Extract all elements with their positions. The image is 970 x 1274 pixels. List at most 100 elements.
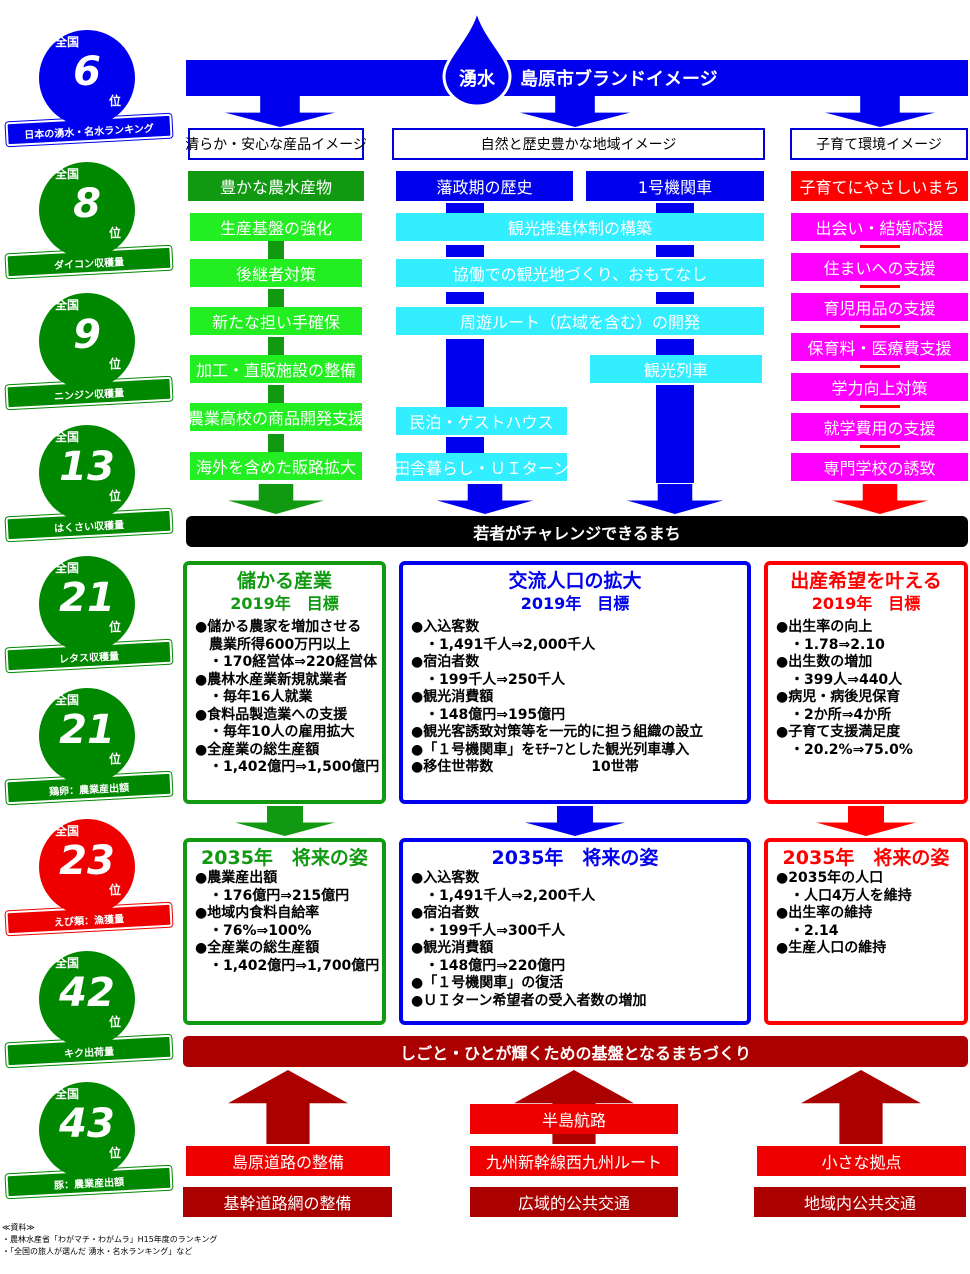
badge-national: 全国: [55, 429, 80, 444]
card-line: ●宿泊者数: [411, 905, 480, 921]
badge-unit: 位: [108, 1146, 121, 1160]
card-line: ●「１号機関車」の復活: [411, 975, 564, 991]
source-notes: ≪資料≫ ・農林水産省「わがマチ・わがムラ」H15年度のランキング ・「全国の旅…: [2, 1222, 218, 1258]
card-line: ●宿泊者数: [411, 654, 480, 670]
badge-rank: 42: [59, 969, 115, 1016]
card-title: 2035年 将来の姿: [491, 847, 659, 869]
arrow-down-icon: [520, 95, 630, 127]
badge-rank: 9: [73, 312, 101, 358]
magenta-item: 専門学校の誘致: [791, 453, 968, 481]
arrow-down-icon: [225, 95, 335, 127]
foundation-item: 島原道路の整備: [186, 1146, 390, 1176]
arrow-down-icon: [832, 484, 928, 514]
card-title: 出産希望を叶える: [790, 570, 942, 592]
magenta-item: 育児用品の支援: [791, 293, 968, 321]
arrow-down-icon: [627, 484, 723, 514]
card-line: ・199千人⇒300千人: [411, 922, 566, 939]
card-title: 儲かる産業: [236, 570, 332, 592]
card-line: ●「１号機関車」をﾓﾁｰﾌとした観光列車導入: [411, 741, 690, 758]
foundation-item: 小さな拠点: [757, 1146, 966, 1176]
card-line: ●儲かる農家を増加させる: [195, 619, 362, 635]
connector: [656, 385, 694, 483]
green-item: 海外を含めた販路拡大: [190, 452, 362, 480]
goal-card: 2035年 将来の姿●農業産出額 ・176億円⇒215億円●地域内食料自給率 ・…: [183, 838, 386, 1025]
image-box: 自然と歴史豊かな地域イメージ: [392, 128, 765, 160]
badge-rank: 21: [59, 706, 115, 753]
card-line: ・1,402億円⇒1,500億円: [195, 759, 380, 775]
badge-unit: 位: [108, 751, 121, 766]
note-line: ・「全国の旅人が選んだ 湧水・名水ランキング」など: [2, 1247, 193, 1256]
card-line: ・2か所⇒4か所: [776, 706, 892, 723]
green-item: 農業高校の商品開発支援: [188, 403, 364, 431]
badge-rank: 8: [73, 180, 101, 227]
green-head: 豊かな農水産物: [188, 171, 364, 201]
connector: [268, 337, 284, 355]
badge-unit: 位: [108, 357, 121, 371]
card-line: ●観光客誘致対策等を一元的に担う組織の設立: [411, 724, 704, 740]
badge-national: 全国: [55, 35, 80, 49]
card-line: ・1,491千人⇒2,200千人: [411, 887, 596, 904]
card-line: ●地域内食料自給率: [195, 905, 320, 921]
magenta-item: 住まいへの支援: [791, 253, 968, 281]
badge-national: 全国: [55, 692, 80, 707]
card-subtitle: 2019年 目標: [520, 594, 630, 613]
arrow-down-icon: [235, 806, 335, 836]
badge-national: 全国: [55, 824, 80, 838]
card-line: ・199千人⇒250千人: [411, 671, 566, 688]
connector: [446, 339, 484, 407]
red-head: 子育てにやさしいまち: [791, 171, 968, 201]
foundation-item: 基幹道路網の整備: [183, 1187, 392, 1217]
badge-unit: 位: [108, 225, 121, 240]
card-line: ・20.2%⇒75.0%: [776, 741, 913, 758]
blue-item: 田舎暮らし・ＵＩターン: [394, 453, 569, 481]
connector: [860, 445, 900, 448]
badge-unit: 位: [108, 883, 121, 897]
blue-item: 民泊・ゲストハウス: [396, 407, 567, 435]
connector: [656, 203, 694, 215]
badge-national: 全国: [55, 298, 80, 312]
water-drop-icon: [442, 9, 512, 108]
blue-item: 周遊ルート（広域を含む）の開発: [396, 307, 764, 335]
magenta-item: 就学費用の支援: [791, 413, 968, 441]
card-line: ●ＵＩターン希望者の受入者数の増加: [411, 992, 647, 1009]
card-line: ・1.78⇒2.10: [776, 636, 885, 653]
card-line: ・170経営体⇒220経営体: [195, 654, 378, 670]
connector: [446, 245, 484, 257]
connector: [860, 325, 900, 328]
blue-head: 1号機関車: [586, 171, 764, 201]
drop-label: 湧水: [459, 69, 495, 90]
card-line: ●観光消費額: [411, 689, 494, 705]
badge-rank: 23: [59, 838, 115, 884]
badge-unit: 位: [108, 94, 121, 108]
foundation-item: 半島航路: [470, 1104, 678, 1134]
green-item: 後継者対策: [190, 259, 362, 287]
badge-rank: 43: [59, 1101, 115, 1147]
card-line: ・399人⇒440人: [776, 671, 903, 688]
connector: [860, 365, 900, 368]
green-item: 新たな担い手確保: [190, 307, 362, 335]
foundation-item: 地域内公共交通: [754, 1187, 966, 1217]
badge-national: 全国: [55, 1087, 80, 1101]
connector: [860, 285, 900, 288]
card-title: 交流人口の拡大: [508, 570, 642, 592]
card-line: ●子育て支援満足度: [776, 724, 901, 740]
card-title: 2035年 将来の姿: [782, 847, 950, 869]
magenta-item: 出会い・結婚応援: [791, 213, 968, 241]
card-line: ●観光消費額: [411, 940, 494, 956]
card-line: 農業所得600万円以上: [195, 636, 351, 653]
connector: [860, 245, 900, 248]
connector: [446, 292, 484, 304]
card-line: ●生産人口の維持: [776, 940, 887, 956]
badge-unit: 位: [108, 620, 121, 634]
